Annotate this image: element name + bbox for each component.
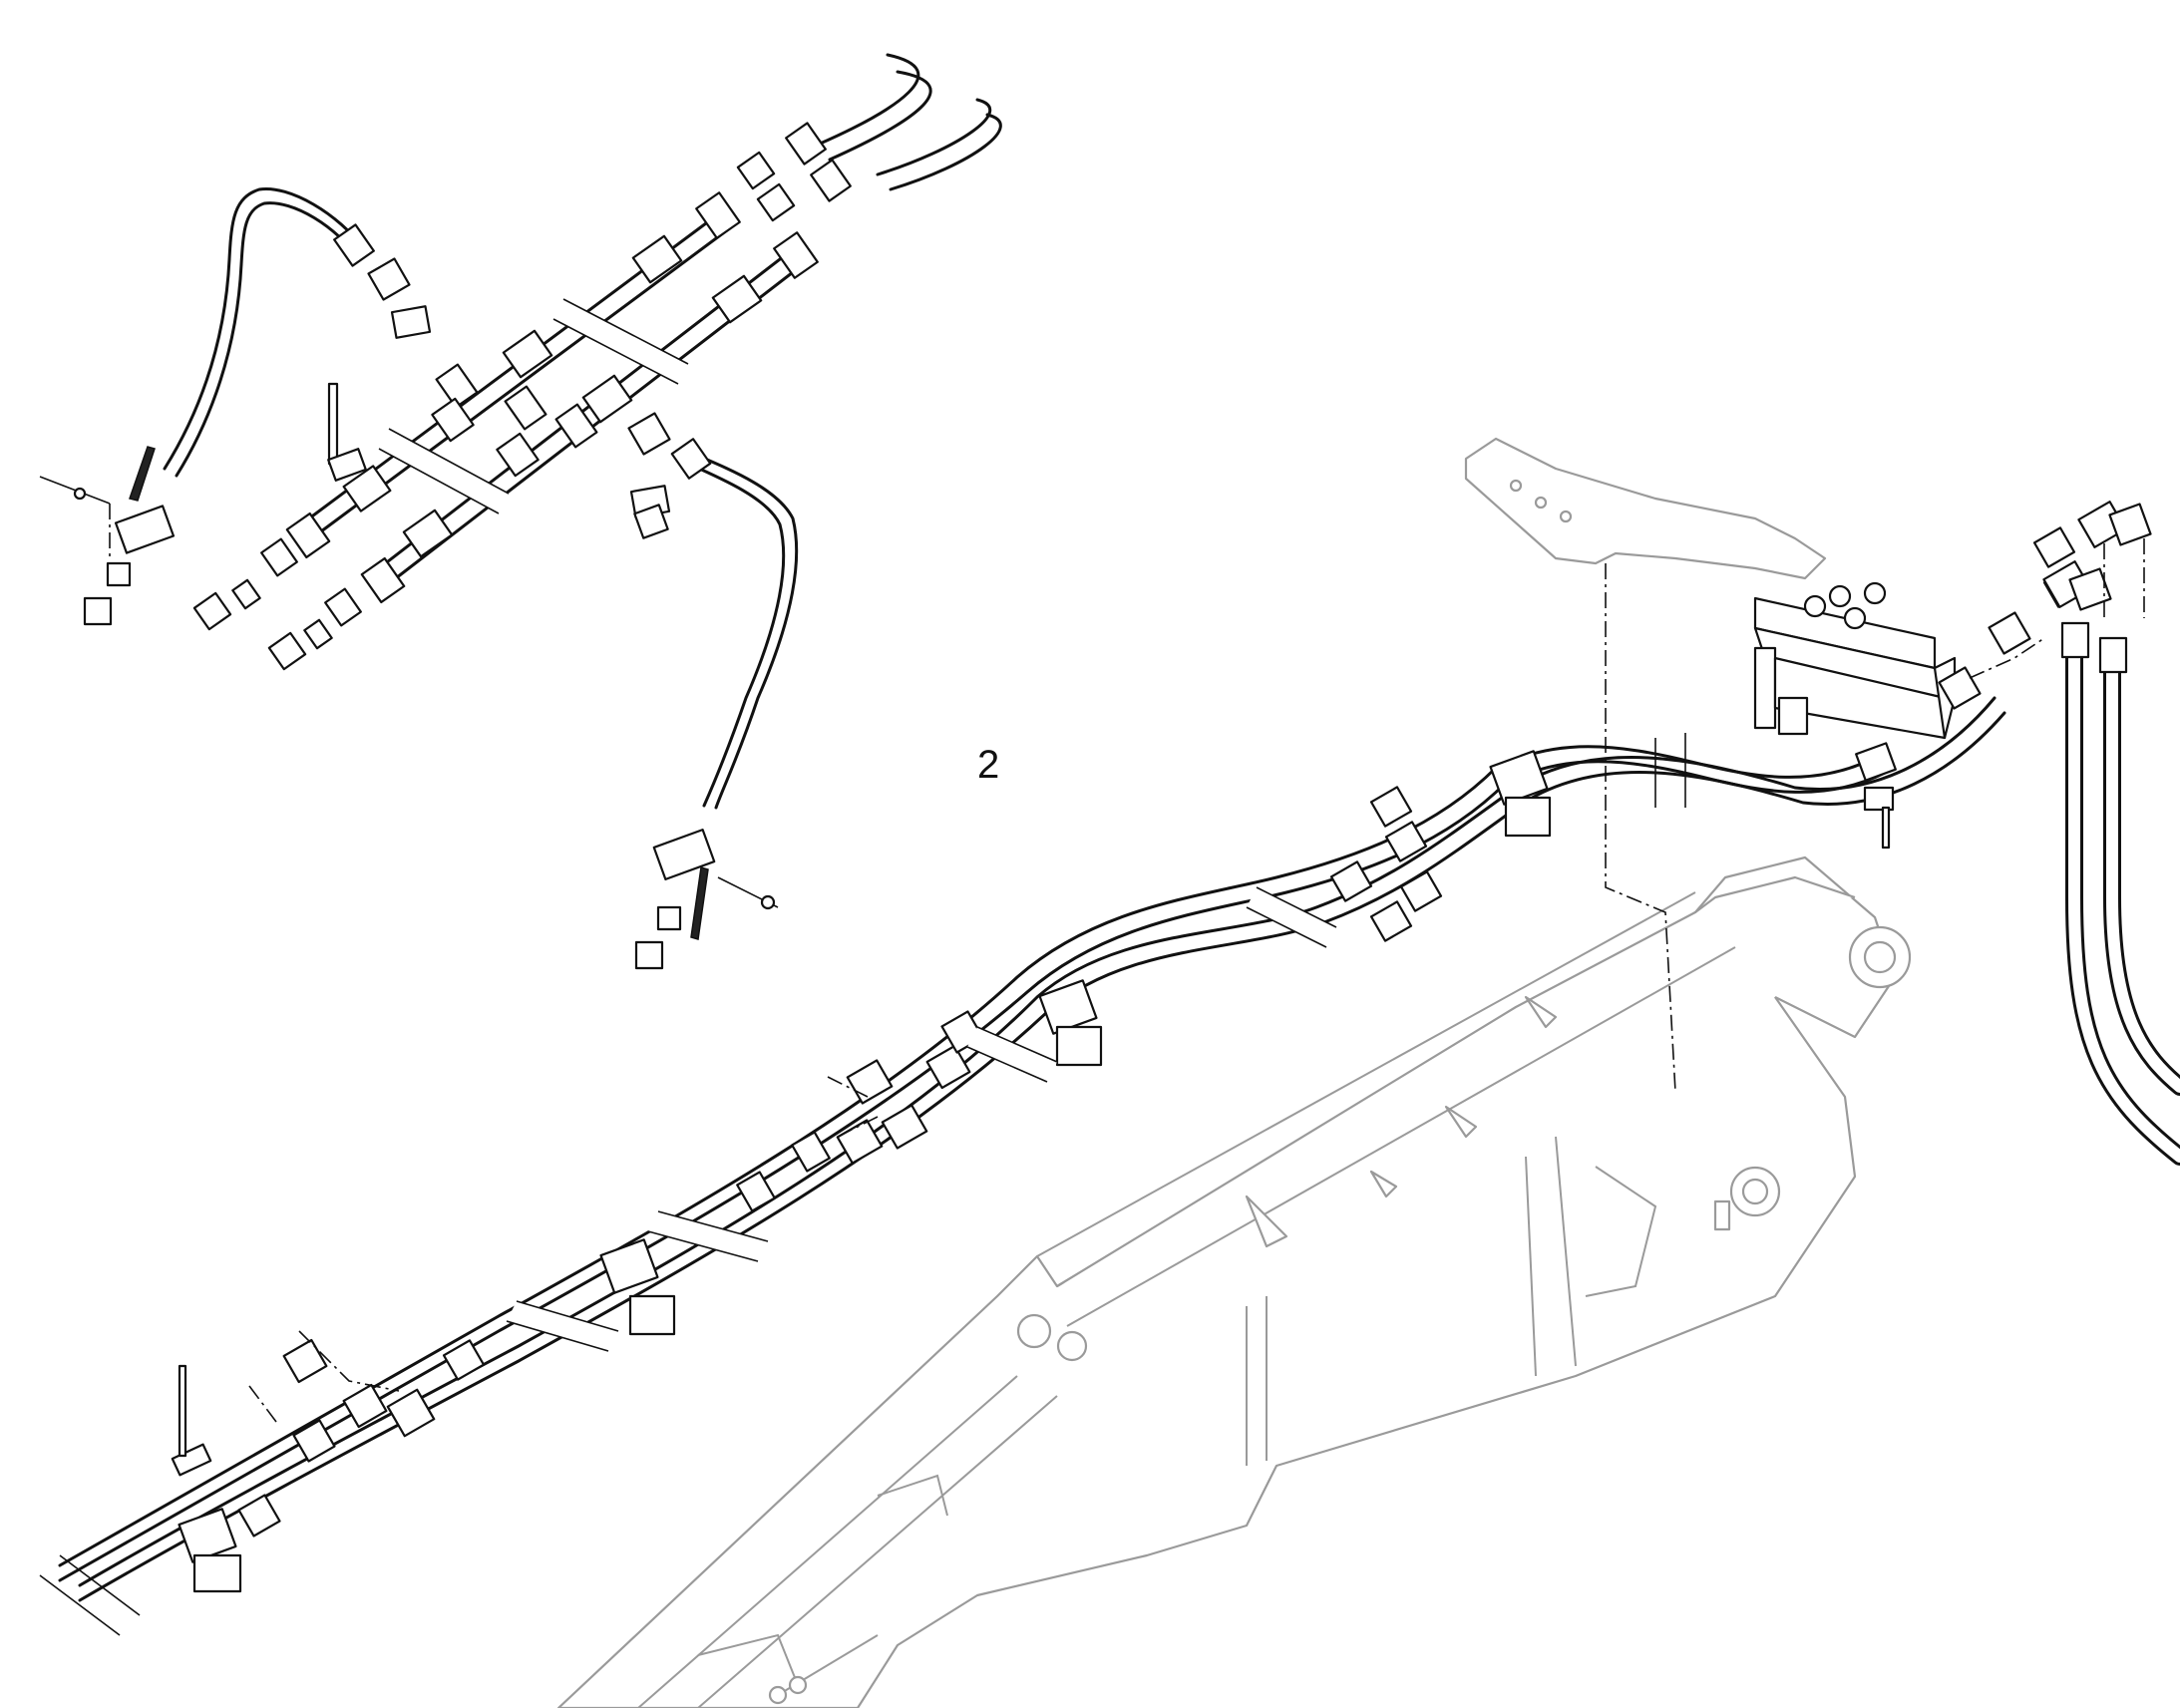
upper-pipe-break-marks: [378, 298, 689, 514]
main-pipe-clamps: [171, 742, 1897, 1593]
valve-manifold-block: [1753, 581, 1957, 740]
assembly-centerlines: [248, 538, 2145, 1427]
boom-structure: [556, 855, 1912, 1708]
right-hydraulic-hoses: [2060, 503, 2180, 1166]
main-pipe-break-marks: [39, 733, 1686, 1636]
upper-fittings: [192, 122, 852, 671]
callout-label: 2: [977, 743, 1000, 787]
upper-ball-valves: [39, 382, 779, 970]
upper-pipe-clamps: [342, 234, 763, 558]
mounting-bracket-plate: [1464, 437, 1827, 580]
